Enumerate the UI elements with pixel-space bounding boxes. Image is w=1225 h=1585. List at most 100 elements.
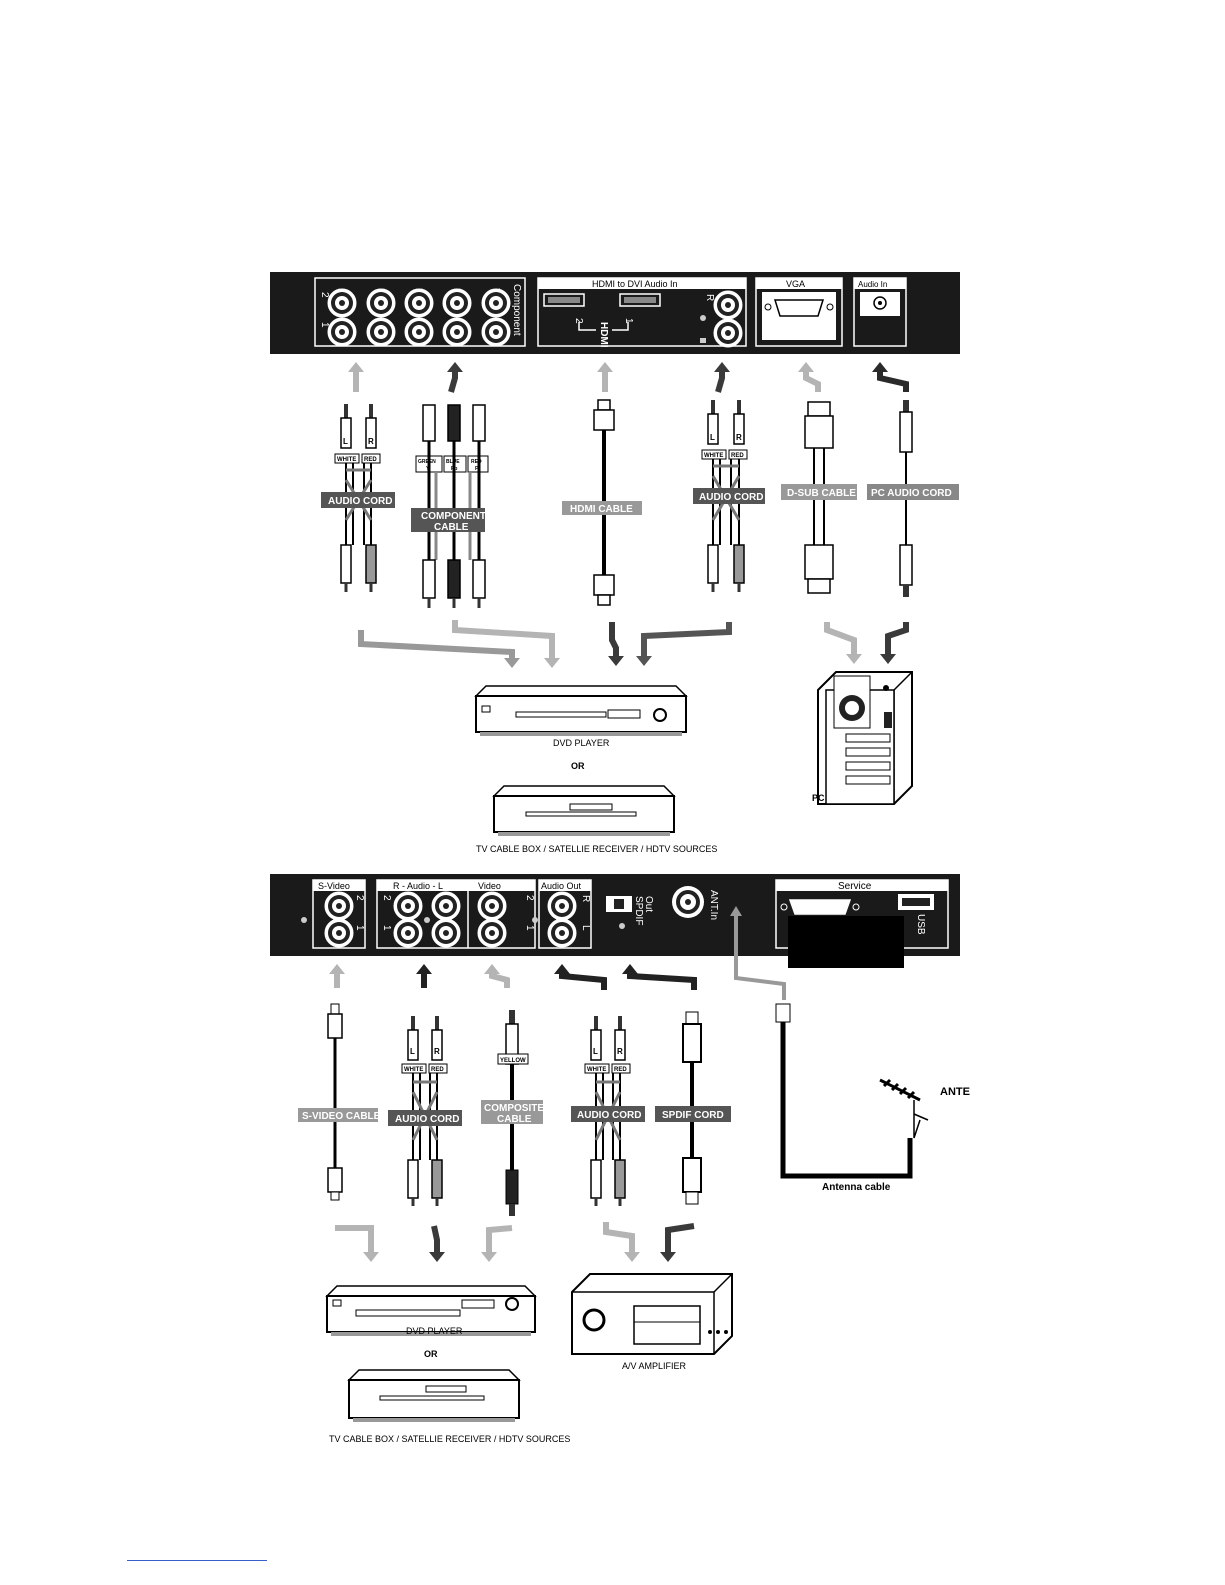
bottom-output-arrows <box>335 1222 695 1262</box>
svg-text:Component: Component <box>511 284 522 336</box>
svg-text:ANTE: ANTE <box>940 1086 970 1098</box>
svg-text:R: R <box>580 895 591 902</box>
s-video-cable: S-VIDEO CABLE <box>298 1003 381 1201</box>
av-input-block: R - Audio - L Video 2 1 2 1 <box>376 879 538 949</box>
svg-text:Audio In: Audio In <box>858 280 887 289</box>
spdif-cord: SPDIF CORD <box>655 1011 731 1205</box>
top-input-arrows <box>348 362 909 393</box>
component-r2-jack <box>327 288 357 318</box>
svg-text:HDMI: HDMI <box>598 322 609 348</box>
d-sub-cable: D-SUB CABLE <box>781 401 857 594</box>
svg-text:2: 2 <box>381 895 392 901</box>
svg-text:USB: USB <box>915 914 926 935</box>
audio-r2-jack <box>393 891 423 921</box>
component-pr1-jack <box>404 317 434 347</box>
svg-text:Out: Out <box>643 896 654 912</box>
audio-cord-3: L R WHITE RED AUDIO CORD <box>388 1015 462 1206</box>
dvd-player-bottom: DVD PLAYER OR <box>325 1285 537 1359</box>
svg-text:1: 1 <box>354 925 365 931</box>
pc-audio-cord: PC AUDIO CORD <box>867 400 959 597</box>
svg-text:2: 2 <box>573 318 584 324</box>
svg-text:RED: RED <box>471 459 482 465</box>
svg-text:R: R <box>434 1047 440 1056</box>
svg-text:WHITE: WHITE <box>704 453 723 459</box>
component-pb1-jack <box>442 317 472 347</box>
svg-text:L: L <box>410 1047 415 1056</box>
svg-text:1: 1 <box>319 322 330 328</box>
svg-text:RED: RED <box>431 1067 444 1073</box>
svg-text:CABLE: CABLE <box>497 1114 532 1125</box>
svg-text:TV CABLE BOX / SATELLIE RECEIV: TV CABLE BOX / SATELLIE RECEIVER / HDTV … <box>329 1434 570 1444</box>
svg-text:PC AUDIO CORD: PC AUDIO CORD <box>871 488 952 499</box>
svg-text:1: 1 <box>524 925 535 931</box>
svg-text:Service: Service <box>838 881 872 892</box>
svg-text:Audio Out: Audio Out <box>541 881 582 891</box>
av-amplifier: A/V AMPLIFIER <box>571 1273 733 1371</box>
svg-text:OR: OR <box>571 761 585 771</box>
bottom-connector-panel: S-Video 2 1 R - Audio - L Video 2 1 2 1 <box>270 874 960 968</box>
svg-text:R: R <box>368 437 374 446</box>
component-pb2-jack <box>442 288 472 318</box>
svg-text:RED: RED <box>731 453 744 459</box>
svg-text:2: 2 <box>319 292 330 298</box>
component-r1-jack <box>327 317 357 347</box>
component-input-block: R L Pr Pb Y 2 1 Component <box>314 277 526 347</box>
svg-text:DVD PLAYER: DVD PLAYER <box>406 1326 463 1336</box>
svg-text:WHITE: WHITE <box>337 457 356 463</box>
svg-text:R: R <box>617 1047 623 1056</box>
svg-text:SPDIF CORD: SPDIF CORD <box>662 1110 724 1121</box>
svg-text:YELLOW: YELLOW <box>500 1058 526 1064</box>
spdif-out-block: SPDIF Out <box>606 896 654 929</box>
top-connector-panel: R L Pr Pb Y 2 1 Component HDMI to DVI Au… <box>270 272 960 354</box>
svg-text:AUDIO CORD: AUDIO CORD <box>699 492 763 503</box>
svg-text:L: L <box>580 925 591 931</box>
svg-text:RED: RED <box>364 457 377 463</box>
pc-tower: PC <box>812 671 913 805</box>
svg-text:2: 2 <box>524 895 535 901</box>
pc-audio-in-block: Audio In <box>853 277 907 347</box>
component-cable: GREEN Y BLUE Pb RED Pr COMPONENT CABLE <box>411 404 489 608</box>
audio-cord-4: L R WHITE RED AUDIO CORD <box>571 1015 645 1206</box>
svg-text:SPDIF: SPDIF <box>633 896 644 925</box>
svg-text:PC: PC <box>812 793 825 803</box>
component-y2-jack <box>481 288 511 318</box>
vga-input-block: VGA <box>755 277 843 347</box>
cable-box-bottom: TV CABLE BOX / SATELLIE RECEIVER / HDTV … <box>329 1369 570 1444</box>
svg-text:L: L <box>343 437 348 446</box>
svg-text:RED: RED <box>614 1067 627 1073</box>
svg-text:AUDIO CORD: AUDIO CORD <box>395 1114 459 1125</box>
svg-text:Video: Video <box>478 881 501 891</box>
audio-l1-jack <box>431 918 461 948</box>
cable-box-top: TV CABLE BOX / SATELLIE RECEIVER / HDTV … <box>476 785 717 854</box>
vga-port <box>773 299 825 317</box>
svg-text:DVD PLAYER: DVD PLAYER <box>553 738 610 748</box>
component-l1-jack <box>366 317 396 347</box>
antenna-input-block: ANT.In <box>672 886 719 920</box>
svg-text:D-SUB CABLE: D-SUB CABLE <box>787 488 856 499</box>
svg-text:R: R <box>736 433 742 442</box>
svg-text:COMPONENT: COMPONENT <box>421 511 486 522</box>
footnote-separator <box>127 1560 267 1561</box>
svg-text:GREEN: GREEN <box>418 459 436 465</box>
svg-text:AUDIO CORD: AUDIO CORD <box>328 496 392 507</box>
svg-text:S-Video: S-Video <box>318 881 350 891</box>
service-block: Service USB <box>775 879 949 968</box>
svg-text:HDMI to DVI Audio In: HDMI to DVI Audio In <box>592 279 678 289</box>
component-l2-jack <box>366 288 396 318</box>
svg-text:Antenna cable: Antenna cable <box>822 1182 891 1193</box>
svg-text:R: R <box>704 294 715 301</box>
svg-text:COMPOSITE: COMPOSITE <box>484 1103 544 1114</box>
component-y1-jack <box>481 317 511 347</box>
svg-text:A/V AMPLIFIER: A/V AMPLIFIER <box>622 1361 687 1371</box>
svg-text:2: 2 <box>354 895 365 901</box>
audio-cord-2: L R WHITE RED AUDIO CORD <box>693 399 765 592</box>
video-2-jack <box>477 891 507 921</box>
svg-text:WHITE: WHITE <box>587 1067 606 1073</box>
audio-r1-jack <box>393 918 423 948</box>
audio-out-l-jack <box>547 918 577 948</box>
audio-out-block: Audio Out R L <box>538 879 592 949</box>
svg-text:WHITE: WHITE <box>404 1067 423 1073</box>
svg-text:1: 1 <box>623 318 634 324</box>
composite-cable: YELLOW COMPOSITE CABLE <box>481 1010 544 1216</box>
